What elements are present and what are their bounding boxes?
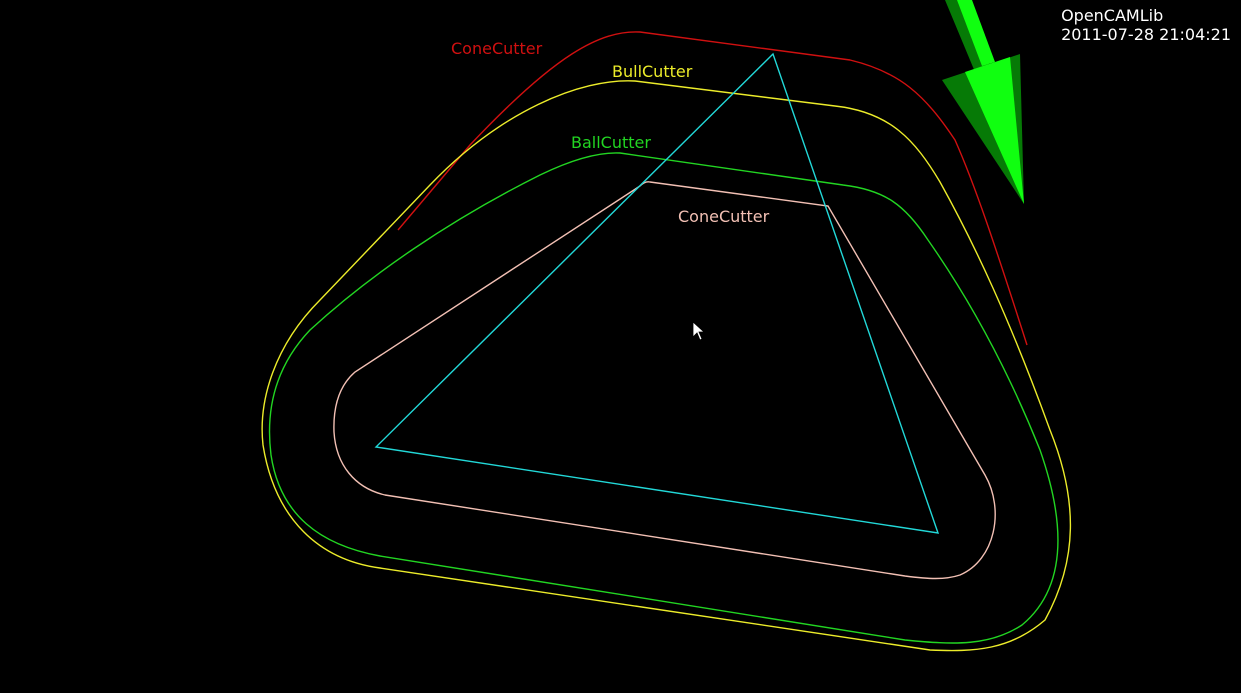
- timestamp: 2011-07-28 21:04:21: [1061, 25, 1231, 44]
- cone-cutter-label-inner: ConeCutter: [678, 207, 770, 226]
- mouse-pointer-icon: [692, 321, 706, 341]
- offset-contour-bull: [261, 80, 1072, 652]
- hud-overlay: OpenCAMLib 2011-07-28 21:04:21: [1061, 6, 1231, 44]
- cone-cutter-label-outer: ConeCutter: [451, 39, 543, 58]
- triangle-mesh: [374, 52, 940, 534]
- offset-contour-cone-inner: [333, 181, 996, 580]
- offset-contour-ball: [268, 152, 1059, 644]
- ball-cutter-label: BallCutter: [571, 133, 651, 152]
- app-name: OpenCAMLib: [1061, 6, 1164, 25]
- direction-arrow: [942, 0, 1024, 204]
- offset-contour-cone-outer: [397, 31, 1028, 346]
- bull-cutter-label: BullCutter: [612, 62, 693, 81]
